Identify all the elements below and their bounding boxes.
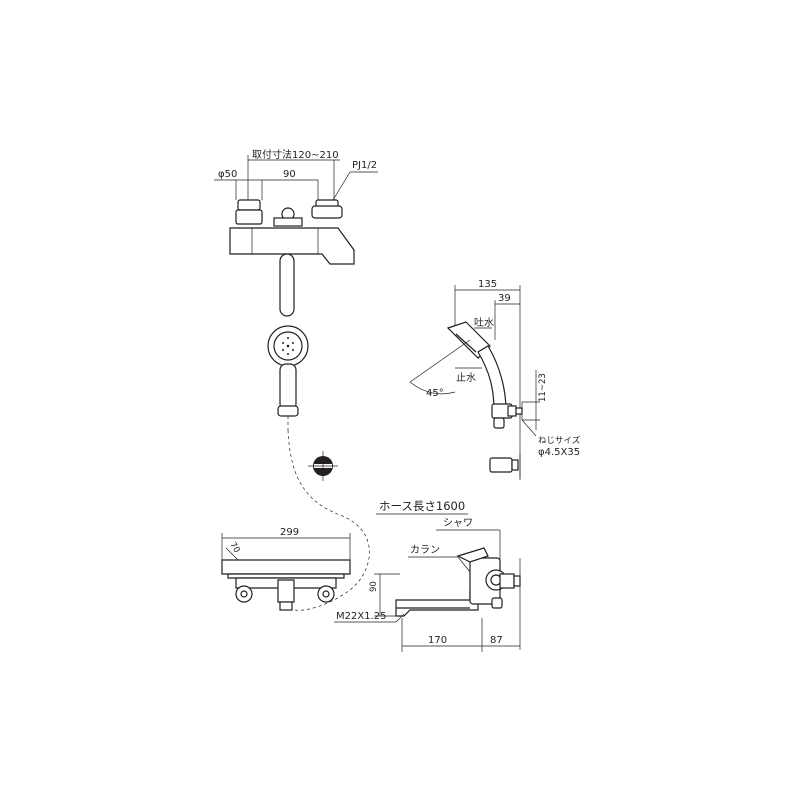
side-view-spout: 90 M22X1.25 170 87 bbox=[334, 547, 521, 652]
dim-11-23-label: 11~23 bbox=[538, 373, 548, 402]
dim-135-label: 135 bbox=[478, 279, 497, 290]
dia-50-label: φ50 bbox=[218, 169, 237, 180]
stop-water-label: 止水 bbox=[456, 372, 476, 384]
spout-water-label: 吐水 bbox=[474, 317, 494, 329]
hose-labels: ホース長さ1600 シャワ カラン bbox=[376, 499, 501, 573]
shower-holder-side: 135 39 吐水 止水 45° 11~23 ねじサイズ φ4.5X35 bbox=[409, 279, 581, 480]
dim-39-label: 39 bbox=[498, 293, 511, 304]
mount-range-label: 取付寸法120~210 bbox=[252, 148, 339, 161]
faucet-label: カラン bbox=[410, 544, 440, 556]
screw-head-symbol bbox=[308, 451, 338, 481]
hose-length-label: ホース長さ1600 bbox=[379, 499, 465, 513]
dim-87-label: 87 bbox=[490, 635, 503, 646]
angle-45-label: 45° bbox=[426, 388, 444, 399]
screw-size-label: ねじサイズ bbox=[538, 435, 581, 446]
thread-label: M22X1.25 bbox=[336, 611, 386, 622]
front-view-body: 299 70 bbox=[221, 527, 351, 611]
dim-90-side-label: 90 bbox=[369, 581, 379, 592]
hose-path bbox=[287, 429, 370, 611]
dim-299-label: 299 bbox=[280, 527, 299, 538]
shower-head-front bbox=[267, 325, 309, 430]
shower-label: シャワ bbox=[443, 518, 473, 529]
dim-90-top-label: 90 bbox=[283, 169, 296, 180]
dim-170-label: 170 bbox=[428, 635, 447, 646]
top-view: 取付寸法120~210 φ50 90 PJ1/2 bbox=[214, 148, 378, 317]
pj-label: PJ1/2 bbox=[352, 160, 377, 171]
dim-70-label: 70 bbox=[227, 541, 241, 555]
screw-dim-label: φ4.5X35 bbox=[538, 447, 580, 458]
